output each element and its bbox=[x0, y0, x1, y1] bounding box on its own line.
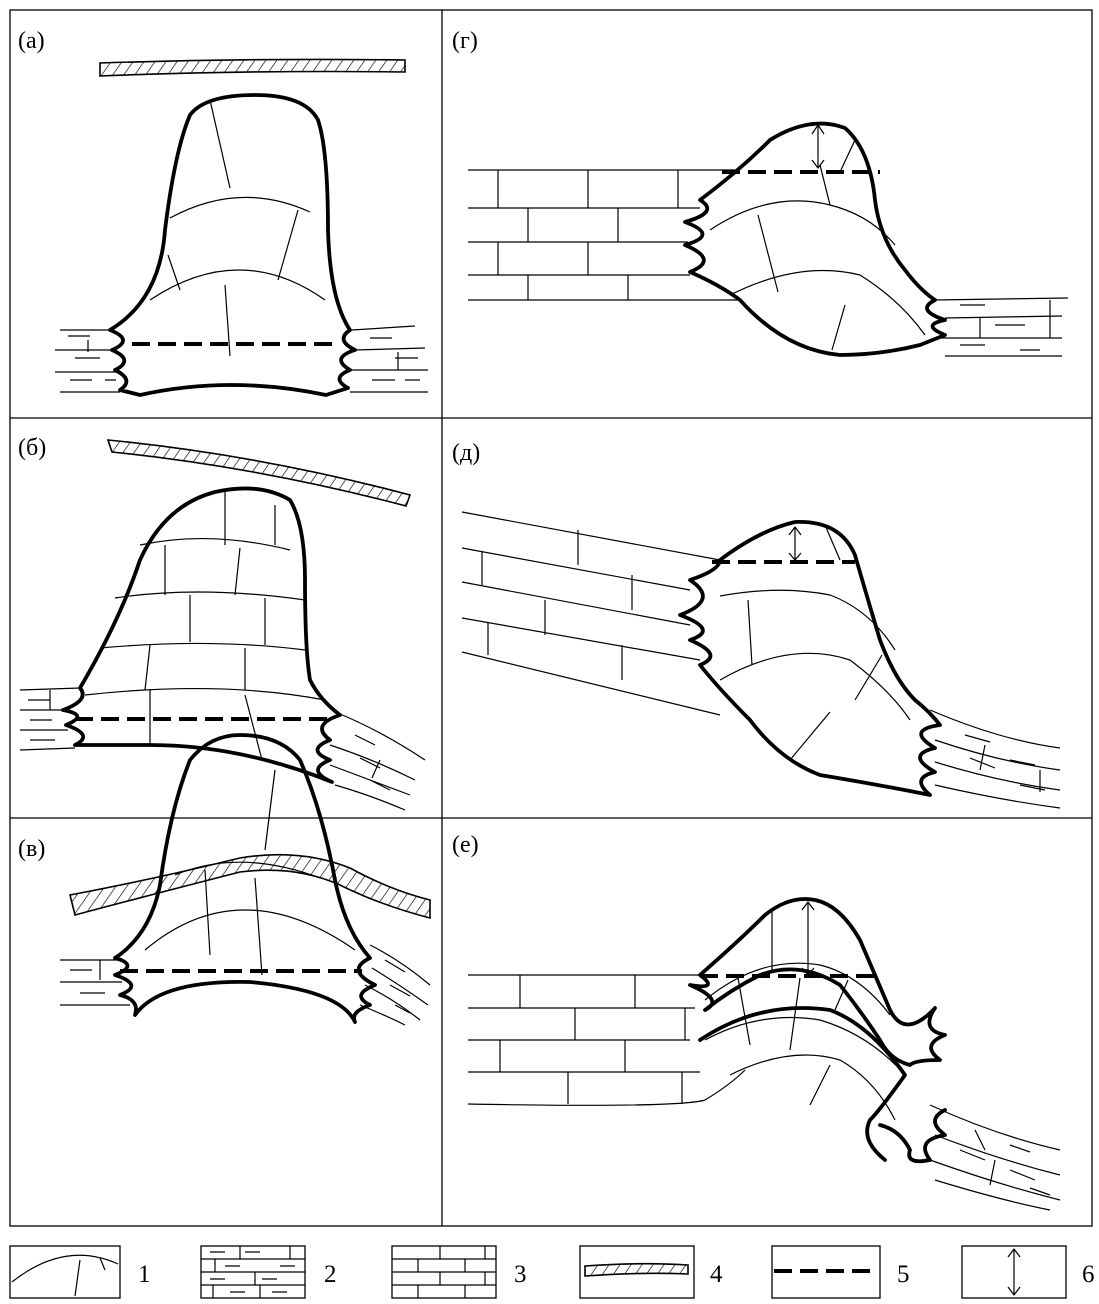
legend-swatch-salt bbox=[10, 1246, 120, 1298]
legend-num-5: 5 bbox=[897, 1261, 910, 1288]
legend-num-2: 2 bbox=[324, 1261, 337, 1288]
legend-swatch-hatched-bed bbox=[580, 1246, 694, 1298]
panel-label-v: (в) bbox=[18, 836, 45, 862]
legend-swatch-dashed-line bbox=[772, 1246, 880, 1298]
panel-d: (д) bbox=[452, 440, 1060, 808]
legend-num-4: 4 bbox=[710, 1261, 723, 1288]
panel-e: (е) bbox=[452, 832, 1060, 1210]
legend-num-3: 3 bbox=[514, 1261, 527, 1288]
panel-label-b: (б) bbox=[18, 435, 46, 461]
panel-g: (г) bbox=[452, 28, 1068, 356]
salt-diapir-outline-b bbox=[63, 488, 340, 782]
salt-diapir-outline-a bbox=[110, 95, 355, 395]
panel-label-d: (д) bbox=[452, 440, 480, 466]
salt-diapir-outline-e bbox=[690, 899, 945, 1065]
salt-diapir-outline-g bbox=[685, 124, 945, 355]
panel-v: (в) bbox=[18, 735, 430, 1025]
legend-swatch-limestone bbox=[392, 1246, 496, 1298]
uplift-arrow-g bbox=[812, 125, 824, 168]
legend-num-6: 6 bbox=[1082, 1261, 1095, 1288]
hatched-bed-a bbox=[100, 59, 405, 76]
uplift-arrow-d bbox=[789, 527, 801, 560]
panel-a: (а) bbox=[18, 28, 428, 395]
legend-num-1: 1 bbox=[138, 1261, 151, 1288]
panel-b: (б) bbox=[18, 435, 425, 810]
panel-label-g: (г) bbox=[452, 28, 478, 54]
panel-label-e: (е) bbox=[452, 832, 479, 858]
legend-swatch-double-arrow bbox=[962, 1246, 1066, 1298]
panel-label-a: (а) bbox=[18, 28, 45, 54]
legend: 1 2 3 4 5 bbox=[10, 1246, 1095, 1298]
hatched-bed-v bbox=[70, 855, 430, 918]
legend-swatch-marl-limestone bbox=[201, 1246, 305, 1298]
hatched-bed-b bbox=[108, 440, 410, 506]
